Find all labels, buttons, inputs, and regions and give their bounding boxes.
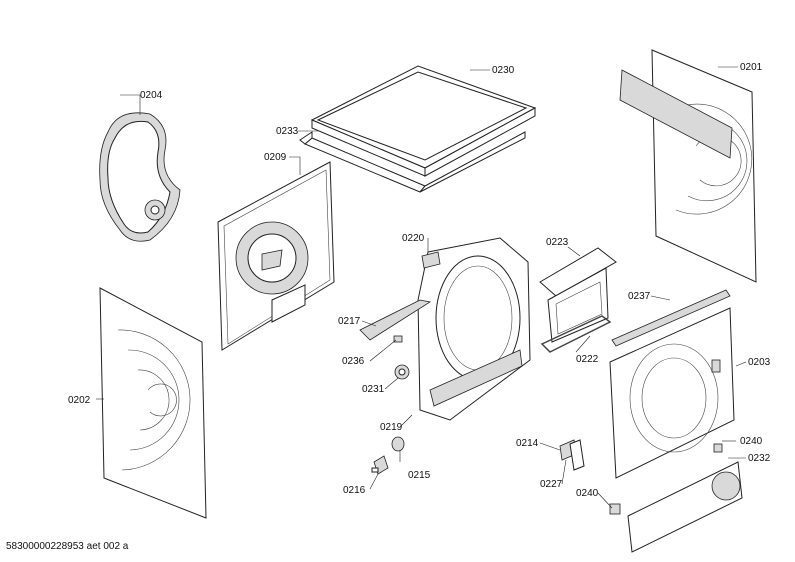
- label-0236: 0236: [342, 356, 365, 367]
- label-0240-b: 0240: [576, 488, 599, 499]
- label-0204: 0204: [140, 90, 163, 101]
- part-seal: [540, 315, 612, 353]
- label-0202: 0202: [68, 395, 91, 406]
- part-kick-plate: [627, 461, 743, 553]
- label-0237: 0237: [628, 291, 651, 302]
- part-front-panel: [609, 307, 735, 479]
- part-fluff-filter: [539, 247, 617, 343]
- label-0223: 0223: [546, 237, 569, 248]
- label-0222: 0222: [576, 354, 599, 365]
- label-0232: 0232: [748, 453, 771, 464]
- label-0220: 0220: [402, 233, 425, 244]
- part-rear-shield: [99, 112, 181, 242]
- part-front-frame: [417, 237, 531, 421]
- label-0230: 0230: [492, 65, 515, 76]
- part-knob: [394, 364, 410, 380]
- part-side-panel-right: [619, 49, 757, 283]
- part-side-panel-left: [99, 287, 207, 519]
- label-0214: 0214: [516, 438, 539, 449]
- label-0240-a: 0240: [740, 436, 763, 447]
- label-0227: 0227: [540, 479, 563, 490]
- part-duct: [359, 299, 432, 341]
- part-rear-wall: [217, 161, 335, 351]
- part-latch: [559, 439, 585, 471]
- label-0203: 0203: [748, 357, 771, 368]
- part-feet: [609, 443, 723, 515]
- label-0233: 0233: [276, 126, 299, 137]
- part-top-frame: [299, 131, 526, 193]
- label-0201: 0201: [740, 62, 763, 73]
- label-0231: 0231: [362, 384, 385, 395]
- part-0236: [393, 335, 403, 343]
- label-0209: 0209: [264, 152, 287, 163]
- leader-lines: [96, 66, 747, 509]
- part-clip: [421, 251, 441, 269]
- label-0217: 0217: [338, 316, 361, 327]
- part-top-cover: [310, 65, 537, 177]
- label-0216: 0216: [343, 485, 366, 496]
- drawing-reference: 58300000228953 aet 002 a: [6, 541, 129, 552]
- part-fittings: [371, 436, 405, 475]
- part-top-rail: [611, 289, 731, 347]
- label-0219: 0219: [380, 422, 403, 433]
- label-0215: 0215: [408, 470, 431, 481]
- part-labels: 0230 0233 0204 0209 0201 0220 0223 0237 …: [68, 62, 771, 499]
